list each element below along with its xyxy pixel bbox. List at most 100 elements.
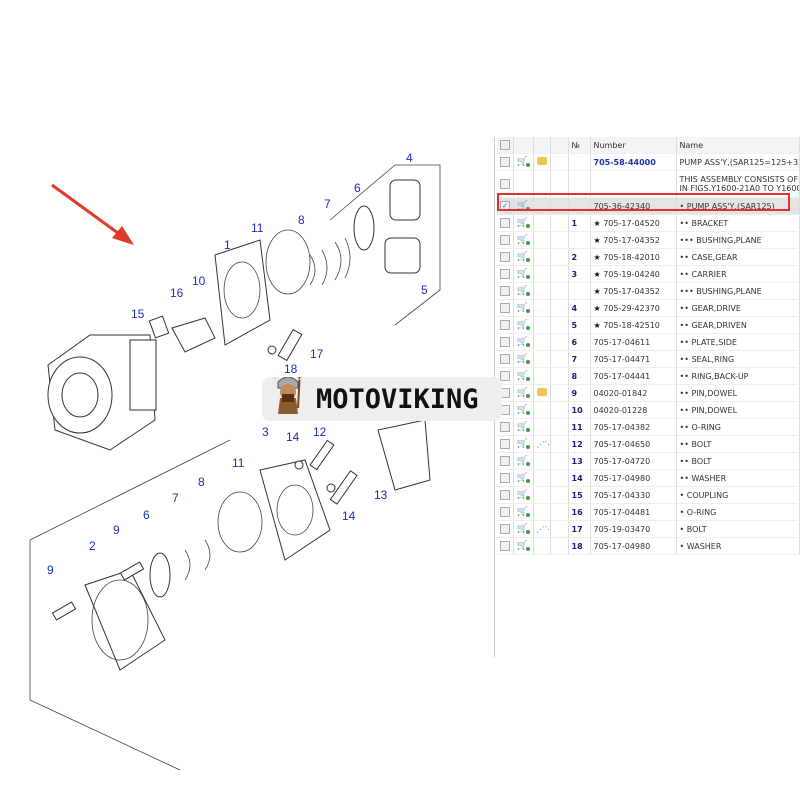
row-number[interactable]: 04020-01842: [590, 384, 677, 402]
add-to-cart-icon[interactable]: 🛒: [516, 303, 528, 313]
part-number[interactable]: 705-17-04330: [593, 490, 651, 500]
table-row[interactable]: 🛒3★ 705-19-04240•• CARRIER: [497, 265, 800, 283]
select-all-checkbox[interactable]: [497, 137, 514, 154]
part-number[interactable]: 04020-01842: [593, 388, 648, 398]
row-number[interactable]: 705-17-04980: [590, 537, 677, 555]
table-row[interactable]: 🛒1★ 705-17-04520•• BRACKET: [497, 214, 800, 232]
row-checkbox[interactable]: [497, 452, 514, 470]
cart-cell[interactable]: 🛒: [513, 231, 534, 249]
cart-cell[interactable]: 🛒: [513, 537, 534, 555]
row-number[interactable]: ★ 705-19-04240: [590, 265, 677, 283]
cart-cell[interactable]: 🛒: [513, 333, 534, 351]
row-number[interactable]: ★ 705-17-04520: [590, 214, 677, 232]
row-number[interactable]: 705-19-03470: [590, 520, 677, 538]
table-row[interactable]: 🛒★ 705-17-04352••• BUSHING,PLANE: [497, 231, 800, 249]
cart-cell[interactable]: 🛒: [513, 265, 534, 283]
part-number[interactable]: 705-18-42010: [603, 252, 660, 262]
row-checkbox[interactable]: [497, 316, 514, 334]
part-number[interactable]: 705-17-04441: [593, 371, 651, 381]
add-to-cart-icon[interactable]: 🛒: [516, 252, 528, 262]
cart-cell[interactable]: 🛒: [513, 214, 534, 232]
cart-cell[interactable]: 🛒: [513, 418, 534, 436]
part-number[interactable]: 705-17-04352: [603, 286, 660, 296]
row-number[interactable]: 705-17-04481: [590, 503, 677, 521]
folder-icon[interactable]: [536, 157, 547, 165]
row-number[interactable]: ★ 705-17-04352: [590, 282, 677, 300]
row-checkbox[interactable]: [497, 435, 514, 453]
row-checkbox[interactable]: [497, 503, 514, 521]
add-to-cart-icon[interactable]: 🛒: [516, 541, 528, 551]
row-number[interactable]: 705-17-04720: [590, 452, 677, 470]
add-to-cart-icon[interactable]: 🛒: [516, 286, 528, 296]
row-checkbox[interactable]: [497, 537, 514, 555]
cart-cell[interactable]: 🛒: [513, 401, 534, 419]
part-number[interactable]: 705-17-04382: [593, 422, 651, 432]
hierarchy-icon[interactable]: ⋰⋱: [536, 524, 550, 534]
part-number[interactable]: 705-17-04720: [593, 456, 651, 466]
row-number[interactable]: 705-17-04650: [590, 435, 677, 453]
cart-cell[interactable]: 🛒: [513, 469, 534, 487]
add-to-cart-icon[interactable]: 🛒: [516, 157, 528, 167]
part-number[interactable]: 705-17-04481: [593, 507, 651, 517]
add-to-cart-icon[interactable]: 🛒: [516, 388, 528, 398]
add-to-cart-icon[interactable]: 🛒: [516, 507, 528, 517]
cart-cell[interactable]: 🛒: [513, 384, 534, 402]
part-number[interactable]: 705-58-44000: [593, 157, 656, 167]
row-checkbox[interactable]: [497, 350, 514, 368]
table-row[interactable]: 🛒2★ 705-18-42010•• CASE,GEAR: [497, 248, 800, 266]
row-number[interactable]: 705-58-44000: [590, 153, 677, 171]
part-number[interactable]: 705-19-04240: [603, 269, 660, 279]
row-checkbox[interactable]: [497, 248, 514, 266]
add-to-cart-icon[interactable]: 🛒: [516, 371, 528, 381]
hierarchy-icon[interactable]: ⋰⋱: [536, 439, 550, 449]
part-number[interactable]: 04020-01228: [593, 405, 648, 415]
part-number[interactable]: 705-18-42510: [603, 320, 660, 330]
row-number[interactable]: 705-17-04382: [590, 418, 677, 436]
row-checkbox[interactable]: [497, 520, 514, 538]
header-number[interactable]: Number: [590, 137, 677, 154]
part-number[interactable]: 705-19-03470: [593, 524, 651, 534]
cart-cell[interactable]: 🛒: [513, 367, 534, 385]
cart-cell[interactable]: 🛒: [513, 197, 534, 215]
add-to-cart-icon[interactable]: 🛒: [516, 269, 528, 279]
row-number[interactable]: 705-17-04441: [590, 367, 677, 385]
row-number[interactable]: 705-17-04330: [590, 486, 677, 504]
row-number[interactable]: 705-17-04980: [590, 469, 677, 487]
cart-cell[interactable]: 🛒: [513, 503, 534, 521]
part-number[interactable]: 705-17-04471: [593, 354, 651, 364]
part-number[interactable]: 705-17-04520: [603, 218, 660, 228]
cart-cell[interactable]: 🛒: [513, 452, 534, 470]
folder-icon[interactable]: [536, 388, 547, 396]
row-checkbox[interactable]: ✓: [497, 197, 514, 215]
cart-cell[interactable]: 🛒: [513, 248, 534, 266]
row-number[interactable]: 705-17-04471: [590, 350, 677, 368]
cart-cell[interactable]: 🛒: [513, 520, 534, 538]
add-to-cart-icon[interactable]: 🛒: [516, 405, 528, 415]
row-checkbox[interactable]: [497, 299, 514, 317]
row-checkbox[interactable]: [497, 170, 514, 198]
row-number[interactable]: ★ 705-18-42010: [590, 248, 677, 266]
row-number[interactable]: ★ 705-17-04352: [590, 231, 677, 249]
cart-cell[interactable]: 🛒: [513, 299, 534, 317]
row-checkbox[interactable]: [497, 282, 514, 300]
add-to-cart-icon[interactable]: 🛒: [516, 490, 528, 500]
row-number[interactable]: 705-17-04611: [590, 333, 677, 351]
add-to-cart-icon[interactable]: 🛒: [516, 473, 528, 483]
part-number[interactable]: 705-17-04650: [593, 439, 651, 449]
row-number[interactable]: [590, 170, 677, 198]
row-checkbox[interactable]: [497, 214, 514, 232]
row-checkbox[interactable]: [497, 486, 514, 504]
add-to-cart-icon[interactable]: 🛒: [516, 439, 528, 449]
row-checkbox[interactable]: [497, 418, 514, 436]
table-row[interactable]: 🛒5★ 705-18-42510•• GEAR,DRIVEN: [497, 316, 800, 334]
part-number[interactable]: 705-17-04352: [603, 235, 660, 245]
